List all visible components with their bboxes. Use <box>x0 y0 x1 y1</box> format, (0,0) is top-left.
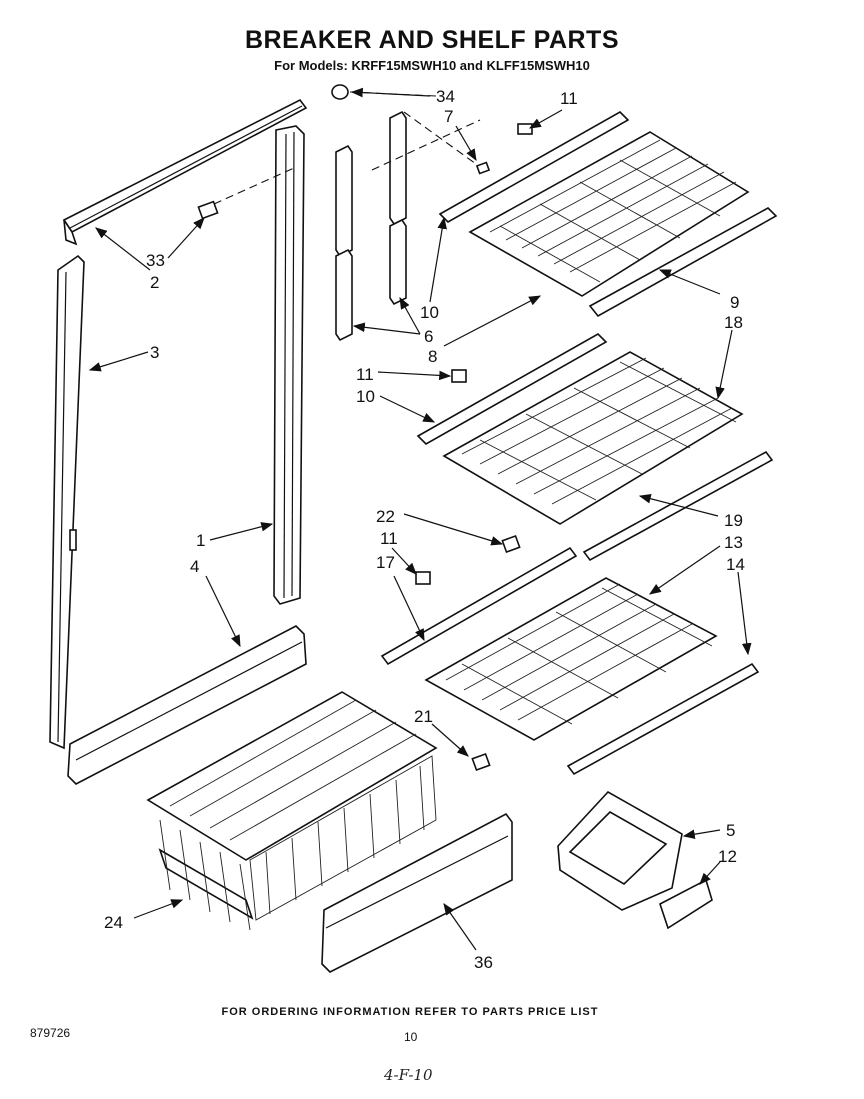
ordering-info-footer: FOR ORDERING INFORMATION REFER TO PARTS … <box>221 1006 599 1018</box>
callout-11-middle: 11 <box>356 365 374 384</box>
model-subtitle: For Models: KRFF15MSWH10 and KLFF15MSWH1… <box>274 58 590 73</box>
lower-crisper-shelf <box>380 534 760 776</box>
callout-5: 5 <box>726 821 735 840</box>
callout-12: 12 <box>718 847 737 866</box>
callout-leaders <box>88 87 752 951</box>
callout-22: 22 <box>376 507 395 526</box>
callout-4: 4 <box>190 557 199 576</box>
callout-36: 36 <box>474 953 493 972</box>
callout-17: 17 <box>376 553 395 572</box>
callout-11-lower: 11 <box>380 529 398 548</box>
breaker-hinge-part <box>197 167 295 220</box>
callout-13: 13 <box>724 533 743 552</box>
callout-14: 14 <box>726 555 745 574</box>
door-bin <box>557 790 713 930</box>
callout-numbers: 34 11 7 33 2 3 10 6 9 8 18 11 10 1 4 22 … <box>104 87 745 972</box>
callout-7: 7 <box>444 107 453 126</box>
crisper-cover <box>321 812 513 973</box>
callout-19: 19 <box>724 511 743 530</box>
callout-34: 34 <box>436 87 455 106</box>
callout-2: 2 <box>150 273 159 292</box>
callout-11-top: 11 <box>560 89 578 108</box>
callout-10-top: 10 <box>420 303 439 322</box>
callout-33: 33 <box>146 251 165 270</box>
cap-part <box>331 84 491 175</box>
breaker-top-trim <box>62 98 308 246</box>
document-number: 879726 <box>30 1026 71 1040</box>
callout-3: 3 <box>150 343 159 362</box>
callout-6: 6 <box>424 327 433 346</box>
breaker-bottom-trim <box>67 625 307 785</box>
callout-8: 8 <box>428 347 437 366</box>
top-wire-shelf <box>438 111 778 318</box>
middle-wire-shelf <box>416 333 774 562</box>
page-number: 10 <box>404 1030 418 1044</box>
breaker-right-vertical <box>273 125 305 605</box>
page-title: BREAKER AND SHELF PARTS <box>244 26 619 54</box>
callout-10-middle: 10 <box>356 387 375 406</box>
handwritten-note: 4-F-10 <box>384 1066 433 1084</box>
callout-9: 9 <box>730 293 739 312</box>
callout-24: 24 <box>104 913 123 932</box>
breaker-left-vertical <box>49 254 85 750</box>
callout-21: 21 <box>414 707 433 726</box>
callout-18: 18 <box>724 313 743 332</box>
wire-basket <box>146 691 438 931</box>
shelf-support-channels <box>335 110 481 342</box>
callout-1: 1 <box>196 531 205 550</box>
